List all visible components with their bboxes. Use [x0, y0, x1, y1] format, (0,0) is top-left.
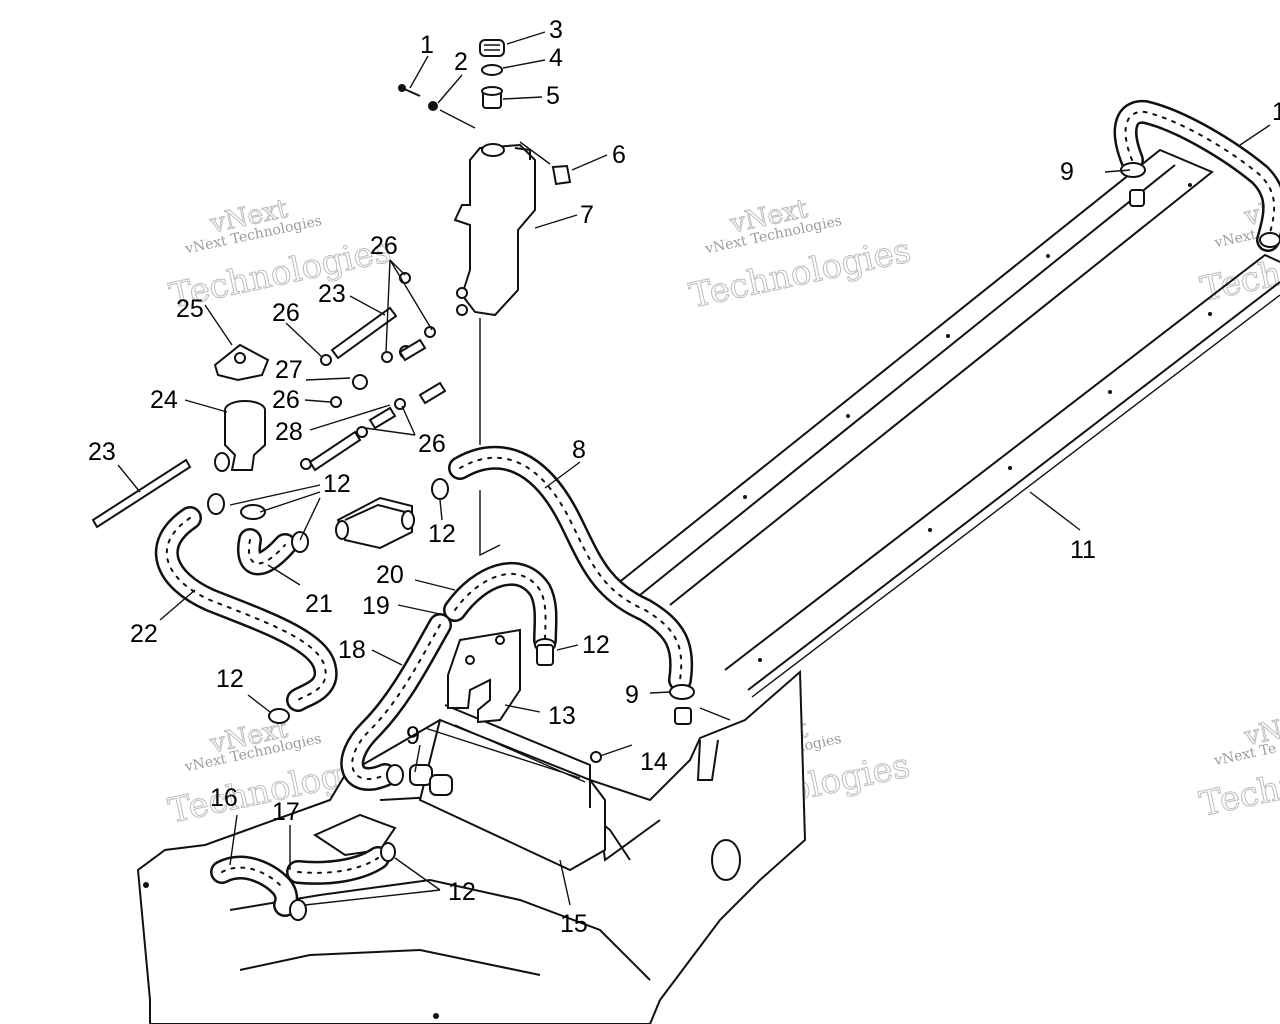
- callout-25: 25: [176, 295, 204, 323]
- callout-12c: 12: [582, 631, 610, 659]
- callout-7: 7: [580, 201, 594, 229]
- elbow-hose-21: [237, 528, 297, 576]
- callout-5: 5: [546, 82, 560, 110]
- hose-8: [448, 445, 694, 692]
- callout-9b: 9: [625, 681, 639, 709]
- callout-21: 21: [305, 590, 333, 618]
- hose-16-17: [210, 846, 390, 917]
- hose-18: [340, 613, 452, 791]
- screw: [398, 84, 421, 97]
- coolant-bottle: [453, 143, 536, 317]
- mounting-bracket: [447, 628, 521, 724]
- callout-19: 19: [362, 592, 390, 620]
- hose-connector-block: [335, 496, 415, 550]
- callout-11: 11: [1070, 536, 1096, 564]
- callout-26-top: 26: [370, 232, 398, 260]
- callout-22: 22: [130, 620, 158, 648]
- heat-exchanger-rails: [611, 148, 1280, 698]
- hose-22: [154, 506, 338, 712]
- filler-neck: [214, 400, 266, 472]
- callout-1: 1: [420, 31, 434, 59]
- callout-24: 24: [150, 386, 178, 414]
- callout-12a: 12: [323, 470, 351, 498]
- cap-gasket: [481, 64, 503, 76]
- filler-cap: [213, 343, 270, 382]
- hose-19: [443, 562, 558, 652]
- callout-23-lower: 23: [88, 438, 116, 466]
- watermark-bottom-right: vNext Technologies vNext Te: [1196, 706, 1280, 825]
- vent-rod-upper: [330, 306, 398, 360]
- callout-9a: 9: [1060, 158, 1074, 186]
- svg-text:vNext Te: vNext Te: [1212, 740, 1278, 769]
- bottle-cap: [479, 39, 505, 57]
- callout-12b: 12: [428, 520, 456, 548]
- vent-rod-lower: [91, 458, 192, 529]
- callout-6: 6: [612, 141, 626, 169]
- callout-2: 2: [454, 48, 468, 76]
- callout-17: 17: [272, 798, 300, 826]
- callout-8: 8: [572, 436, 586, 464]
- hose-10: [1113, 99, 1280, 252]
- rail-rivets: [743, 183, 1212, 662]
- callout-labels: 1 2 3 4 5 6 7 8 9 9 9 10 11 12 12 12 12 …: [88, 16, 1280, 938]
- callout-10: 10: [1272, 98, 1280, 126]
- watermark-top-center: vNext Technologies vNext Technologies: [685, 193, 914, 317]
- bottle-plug: [481, 86, 503, 109]
- callout-26-mid: 26: [272, 386, 300, 414]
- callout-26-right: 26: [418, 430, 446, 458]
- callout-9c: 9: [406, 722, 420, 750]
- callout-4: 4: [549, 44, 563, 72]
- small-fittings: [300, 272, 447, 472]
- callout-26-left: 26: [272, 299, 300, 327]
- callout-3: 3: [549, 16, 563, 44]
- callout-14: 14: [640, 748, 668, 776]
- callout-12e: 12: [448, 878, 476, 906]
- callout-16: 16: [210, 784, 238, 812]
- chassis-bulkhead: [136, 669, 807, 1024]
- clip: [551, 164, 572, 186]
- callout-28: 28: [275, 418, 303, 446]
- hose-clamps: [207, 162, 1280, 921]
- callout-13: 13: [548, 702, 576, 730]
- front-heat-exchanger: [418, 704, 606, 872]
- leader-lines: [117, 31, 1271, 906]
- callout-20: 20: [376, 561, 404, 589]
- callout-15: 15: [560, 910, 588, 938]
- washer: [428, 101, 438, 111]
- callout-12d: 12: [216, 665, 244, 693]
- callout-18: 18: [338, 636, 366, 664]
- callout-27: 27: [275, 356, 303, 384]
- callout-23-upper: 23: [318, 280, 346, 308]
